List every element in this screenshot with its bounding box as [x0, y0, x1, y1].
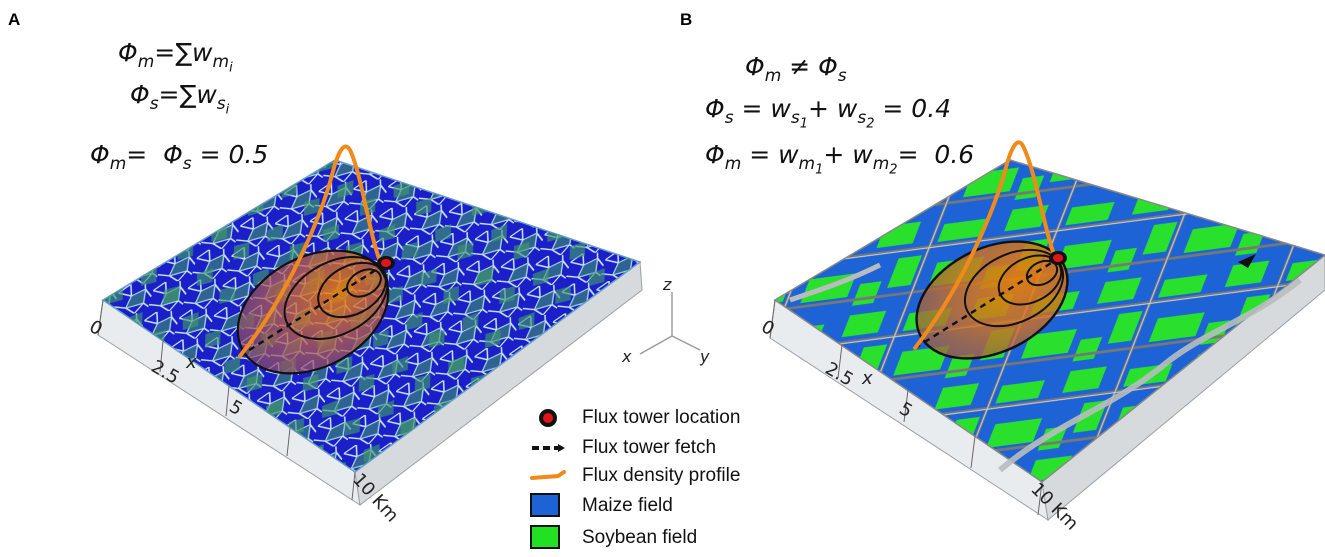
panel-b-river	[998, 277, 1302, 473]
panel-b-flux-profile	[913, 140, 1058, 350]
panel-a-eq2: Φs=∑wsi	[130, 80, 230, 118]
panel-a-footprint-contour	[346, 268, 382, 298]
legend: Flux tower location Flux tower fetch Flu…	[520, 403, 820, 553]
legend-item-tower: Flux tower location	[520, 405, 820, 431]
panel-a-footprint-contour	[283, 256, 389, 340]
legend-item-soybean: Soybean field	[520, 525, 820, 551]
axis-y-label: y	[699, 347, 710, 366]
legend-item-maize: Maize field	[520, 493, 820, 519]
dashed-arrow-icon	[532, 444, 565, 452]
panel-b-axis-letter: x	[861, 368, 873, 389]
legend-label: Flux density profile	[582, 465, 741, 486]
panel-a-eq3: Φm= Φs = 0.5	[90, 140, 269, 174]
legend-item-fetch: Flux tower fetch	[520, 435, 820, 461]
panel-b-north-arrow	[1238, 254, 1256, 268]
panel-b-label: B	[680, 10, 693, 29]
legend-label: Flux tower location	[582, 407, 741, 428]
legend-item-profile: Flux density profile	[520, 463, 820, 489]
legend-label: Maize field	[582, 495, 673, 516]
legend-label: Flux tower fetch	[582, 437, 717, 458]
panel-b-ticks	[769, 299, 1043, 516]
panel-b-eq2: Φs = ws1+ ws2 = 0.4	[705, 94, 952, 132]
blue-swatch-icon	[530, 493, 560, 517]
orange-line-icon	[530, 470, 566, 480]
axes-glyph	[639, 292, 701, 355]
panel-b-fetch-line	[914, 258, 1057, 350]
green-swatch-icon	[530, 525, 560, 549]
panel-a-ticks	[97, 299, 356, 501]
panel-a-label: A	[8, 10, 21, 29]
panel-b-eq1: Φm ≠ Φs	[745, 52, 847, 86]
tower-marker-icon	[539, 409, 557, 427]
axis-z-label: z	[662, 275, 672, 294]
panel-a-footprint-contour	[317, 261, 387, 319]
panel-b-footprint-contour	[1025, 259, 1059, 287]
panel-a-flux-profile	[238, 144, 384, 358]
axis-x-label: x	[621, 347, 632, 366]
panel-a-axis-letter: x	[185, 352, 197, 373]
legend-label: Soybean field	[582, 527, 698, 548]
panel-a-eq1: Φm=∑wmi	[118, 38, 233, 76]
panel-b-footprint-contour	[963, 248, 1065, 328]
panel-b-eq3: Φm = wm1+ wm2= 0.6	[705, 140, 975, 178]
